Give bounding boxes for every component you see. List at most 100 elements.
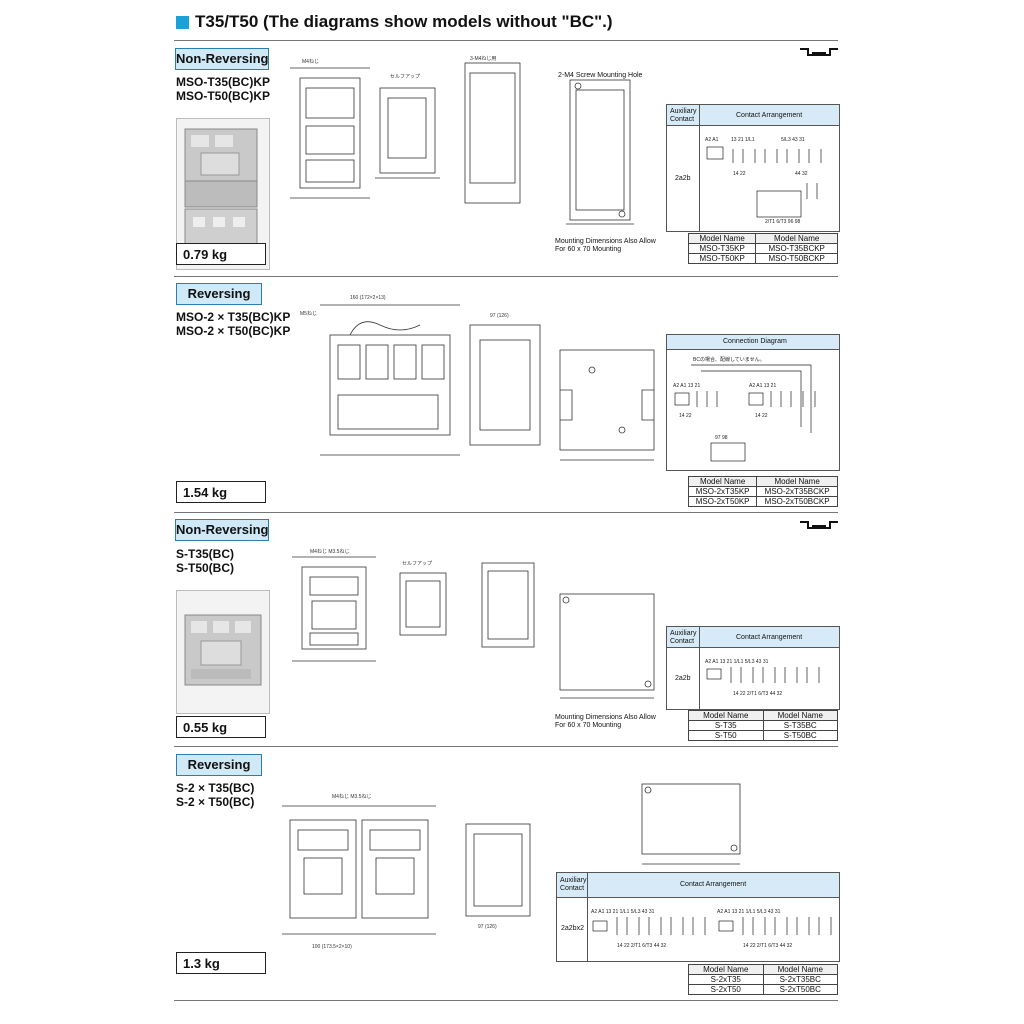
- svg-text:M5ねじ: M5ねじ: [300, 311, 317, 317]
- section-tag: Reversing: [176, 283, 262, 305]
- model-name: S-T50(BC): [176, 561, 235, 575]
- din-rail-icon: [800, 521, 838, 529]
- svg-text:14 22: 14 22: [679, 413, 692, 419]
- svg-text:13 21 1/L1: 13 21 1/L1: [731, 137, 755, 143]
- svg-text:BCの場合、配線していません。: BCの場合、配線していません。: [693, 356, 765, 363]
- connection-schematic: BCの場合、配線していません。 A2 A1 13 21 A2 A1 13 21 14…: [673, 356, 816, 462]
- aux-header: Contact: [670, 116, 695, 123]
- diagram-header: Connection Diagram: [723, 338, 787, 345]
- mounting-hole-drawing: [641, 783, 741, 865]
- title-square-icon: [176, 16, 189, 29]
- contact-schematic: A2 A1 13 21 1/L1 5/L3 43 31 14 22 2/T1 6/…: [705, 659, 820, 697]
- table-cell: S-T35BC: [762, 720, 838, 731]
- mounting-note: For 60 x 70 Mounting: [555, 722, 622, 729]
- contact-arrangement-panel: Auxiliary Contact Contact Arrangement 2a…: [666, 104, 840, 232]
- mounting-hole-drawing: [559, 349, 655, 461]
- svg-text:5/L3 43 31: 5/L3 43 31: [781, 137, 805, 143]
- table-header: Model Name: [756, 476, 838, 487]
- svg-text:14 22 2/T1 6/T3 44 32: 14 22 2/T1 6/T3 44 32: [617, 943, 666, 949]
- aux-header: Auxiliary: [560, 877, 587, 884]
- dimension-drawing-reversing: M4ねじ M3.5ねじ 100 (173.5×2×10) 97 (126): [282, 794, 531, 950]
- svg-text:M4ねじ: M4ねじ: [302, 59, 319, 65]
- svg-text:14 22: 14 22: [755, 413, 768, 419]
- mounting-hole-drawing: [566, 79, 634, 225]
- mounting-note: For 60 x 70 Mounting: [555, 246, 622, 253]
- aux-contact-value: 2a2b: [675, 675, 691, 682]
- table-cell: S-2xT35BC: [762, 974, 838, 985]
- din-rail-icon: [800, 48, 838, 56]
- weight-badge: 0.55 kg: [176, 716, 266, 738]
- svg-text:14 22 2/T1 6/T3 44 32: 14 22 2/T1 6/T3 44 32: [743, 943, 792, 949]
- section-tag: Non-Reversing: [175, 48, 269, 70]
- section-divider: [174, 1000, 838, 1001]
- svg-text:A2 A1 13 21 1/L1 5/L3 43 31: A2 A1 13 21 1/L1 5/L3 43 31: [717, 909, 781, 915]
- page-title: T35/T50 (The diagrams show models withou…: [195, 12, 613, 31]
- model-name: S-2 × T35(BC): [176, 781, 255, 795]
- table-cell: MSO-T50BCKP: [755, 253, 838, 264]
- table-cell: MSO-2xT50KP: [687, 496, 758, 507]
- table-header: Model Name: [688, 710, 764, 721]
- section-divider: [174, 40, 838, 41]
- svg-text:44 32: 44 32: [795, 171, 808, 177]
- svg-text:M4ねじ M3.5ねじ: M4ねじ M3.5ねじ: [332, 794, 371, 800]
- section-tag: Non-Reversing: [175, 519, 269, 541]
- table-header: Model Name: [755, 233, 838, 244]
- table-cell: MSO-T50KP: [687, 253, 757, 264]
- table-cell: S-2xT35: [688, 974, 764, 985]
- svg-text:14 22 2/T1 6/T3 44 32: 14 22 2/T1 6/T3 44 32: [733, 691, 782, 697]
- svg-text:14 22: 14 22: [733, 171, 746, 177]
- aux-contact-value: 2a2b: [675, 175, 691, 182]
- table-header: Model Name: [762, 710, 838, 721]
- svg-text:160 (172×2×13): 160 (172×2×13): [350, 295, 386, 301]
- table-cell: MSO-T35KP: [687, 243, 757, 254]
- model-name: S-T35(BC): [176, 547, 235, 561]
- dimension-drawing-reversing: M5ねじ 160 (172×2×13) 97 (126): [300, 295, 541, 456]
- weight-badge: 1.54 kg: [176, 481, 266, 503]
- svg-text:97 98: 97 98: [715, 435, 728, 441]
- connection-diagram-panel: Connection Diagram BCの場合、配線していません。 A2 A1 …: [666, 334, 840, 471]
- table-header: Model Name: [687, 233, 757, 244]
- svg-text:M4ねじ M3.5ねじ: M4ねじ M3.5ねじ: [310, 549, 349, 555]
- arrangement-header: Contact Arrangement: [680, 881, 747, 888]
- svg-text:セルフアップ: セルフアップ: [390, 74, 420, 80]
- table-header: Model Name: [688, 964, 764, 975]
- svg-text:セルフアップ: セルフアップ: [402, 561, 432, 567]
- aux-header: Contact: [670, 638, 695, 645]
- table-cell: S-2xT50BC: [762, 984, 838, 995]
- arrangement-header: Contact Arrangement: [736, 634, 803, 641]
- table-cell: MSO-T35BCKP: [755, 243, 838, 254]
- model-name: MSO-2 × T50(BC)KP: [176, 324, 291, 338]
- mounting-note: Mounting Dimensions Also Allow: [555, 238, 656, 245]
- aux-contact-value: 2a2bx2: [561, 925, 584, 932]
- screw-hole-label: 2-M4 Screw Mounting Hole: [558, 72, 643, 79]
- svg-text:97 (126): 97 (126): [490, 313, 509, 319]
- svg-text:A2 A1 13 21: A2 A1 13 21: [673, 383, 700, 389]
- arrangement-header: Contact Arrangement: [736, 112, 803, 119]
- svg-text:100 (173.5×2×10): 100 (173.5×2×10): [312, 944, 352, 950]
- table-cell: S-2xT50: [688, 984, 764, 995]
- section-divider: [174, 746, 838, 747]
- section-tag: Reversing: [176, 754, 262, 776]
- table-cell: MSO-2xT35KP: [687, 486, 758, 497]
- product-photo: [176, 590, 270, 714]
- svg-text:A2 A1 13 21: A2 A1 13 21: [749, 383, 776, 389]
- contact-arrangement-panel: Auxiliary Contact Contact Arrangement 2a…: [666, 626, 840, 710]
- svg-text:2/T1 6/T3 96 98: 2/T1 6/T3 96 98: [765, 219, 801, 225]
- contact-arrangement-panel: Auxiliary Contact Contact Arrangement 2a…: [556, 872, 840, 962]
- contactor-photo-image: [184, 614, 262, 686]
- model-name: S-2 × T50(BC): [176, 795, 255, 809]
- aux-header: Contact: [560, 885, 585, 892]
- model-name: MSO-T50(BC)KP: [176, 89, 271, 103]
- aux-header: Auxiliary: [670, 630, 697, 637]
- svg-text:A2 A1 13 21 1/L1 5/L3 43 31: A2 A1 13 21 1/L1 5/L3 43 31: [705, 659, 769, 665]
- table-cell: MSO-2xT50BCKP: [756, 496, 838, 507]
- weight-badge: 1.3 kg: [176, 952, 266, 974]
- svg-text:97 (126): 97 (126): [478, 924, 497, 930]
- table-cell: S-T50: [688, 730, 764, 741]
